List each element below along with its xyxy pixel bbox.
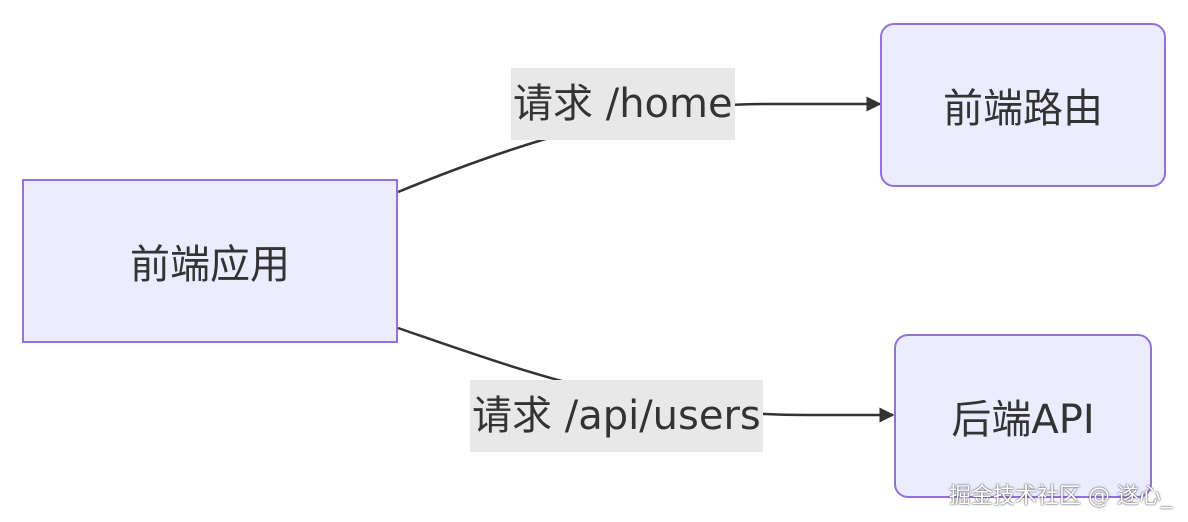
node-frontend-router: 前端路由 [880, 23, 1166, 187]
edge-label-home: 请求 /home [511, 68, 735, 140]
node-backend-api: 后端API [894, 334, 1152, 498]
watermark: 掘金技术社区 @ 遂心_ [949, 484, 1172, 509]
node-frontend-app-label: 前端应用 [130, 242, 290, 288]
node-frontend-app: 前端应用 [22, 179, 398, 343]
node-frontend-router-label: 前端路由 [943, 86, 1103, 132]
node-backend-api-label: 后端API [951, 397, 1095, 443]
edge-label-api-users: 请求 /api/users [470, 380, 763, 452]
